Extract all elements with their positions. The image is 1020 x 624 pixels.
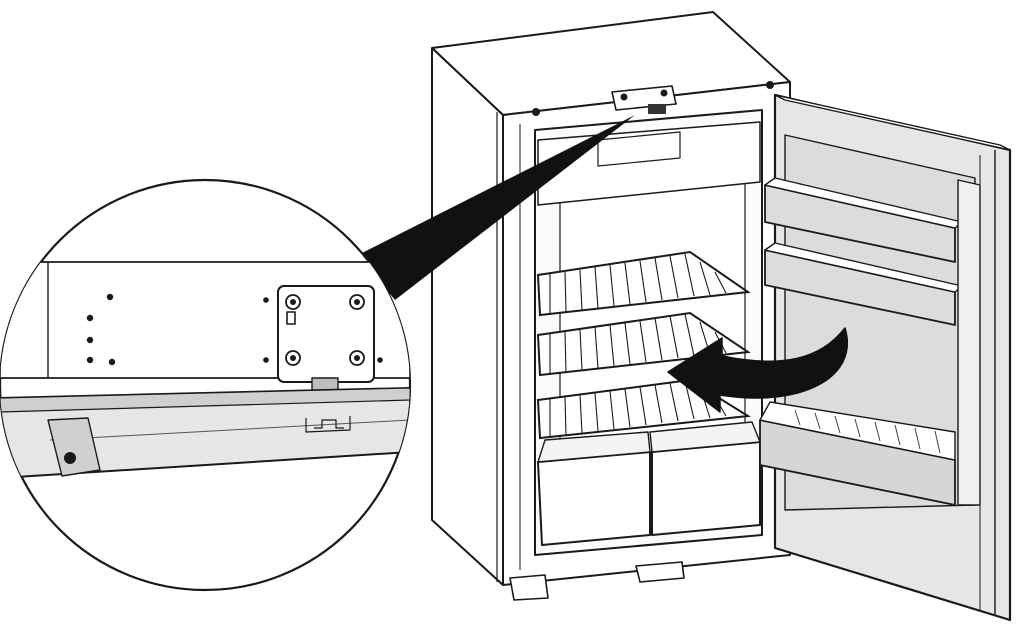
fridge-door [759, 93, 1012, 622]
door-bin-bottom [759, 401, 956, 506]
freezer-flap [597, 131, 681, 167]
shelf-top [536, 250, 751, 317]
crisper-drawers [537, 421, 761, 546]
cabinet-side [431, 47, 504, 586]
wire-shelves [536, 250, 752, 440]
door-bin-middle [764, 242, 963, 326]
magnifier-circle [0, 178, 412, 592]
drawer-right [651, 441, 761, 536]
callout-pointer-icon [358, 115, 635, 300]
hinge-screws [285, 294, 365, 366]
fridge-foot-left [509, 574, 549, 601]
hinge-detail-magnifier [0, 178, 412, 592]
hinge-tab [648, 104, 666, 114]
shelf-middle [536, 311, 751, 377]
fridge-foot-center [635, 561, 685, 583]
rotation-arrow-icon [667, 327, 848, 413]
drawer-left [537, 451, 651, 546]
